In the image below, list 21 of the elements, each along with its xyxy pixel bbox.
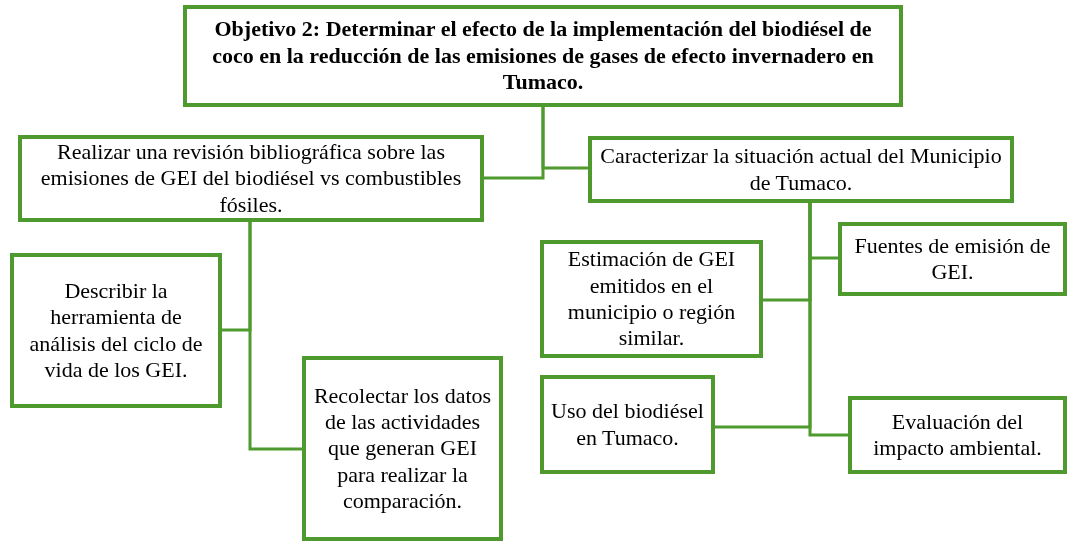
process-box bbox=[10, 253, 222, 408]
process-box bbox=[540, 375, 715, 474]
box-text: Realizar una revisión bibliográfica sobre las emisiones de GEI del biodiésel vs combustibles fósiles. bbox=[39, 138, 463, 219]
connector-line bbox=[248, 222, 302, 451]
box-text: Fuentes de emisión de GEI. bbox=[853, 232, 1052, 286]
box-text: Recolectar los datos de las actividades que generan GEI para realizar la comparación. bbox=[312, 382, 493, 515]
box-text: Uso del biodiésel en Tumaco. bbox=[550, 398, 705, 451]
box-text: Describir la herramienta de análisis del ciclo de vida de los GEI. bbox=[28, 277, 204, 384]
connector-line bbox=[808, 203, 848, 437]
process-box bbox=[302, 356, 503, 541]
process-box bbox=[838, 222, 1067, 296]
box-text: Caracterizar la situación actual del Municipio de Tumaco. bbox=[599, 143, 1003, 196]
process-box bbox=[588, 136, 1014, 203]
box-text: Evaluación del impacto ambiental. bbox=[872, 408, 1043, 462]
box-text: Estimación de GEI emitidos en el municipio o región similar. bbox=[566, 246, 737, 352]
connector-line bbox=[541, 107, 588, 170]
box-text: Objetivo 2: Determinar el efecto de la implementación del biodiésel de coco en la reducción de las emisiones de gases de efecto invernadero en Tumaco. bbox=[211, 16, 875, 96]
process-box bbox=[540, 240, 763, 358]
process-box bbox=[848, 396, 1067, 474]
process-box bbox=[18, 135, 484, 222]
process-box bbox=[183, 5, 903, 107]
